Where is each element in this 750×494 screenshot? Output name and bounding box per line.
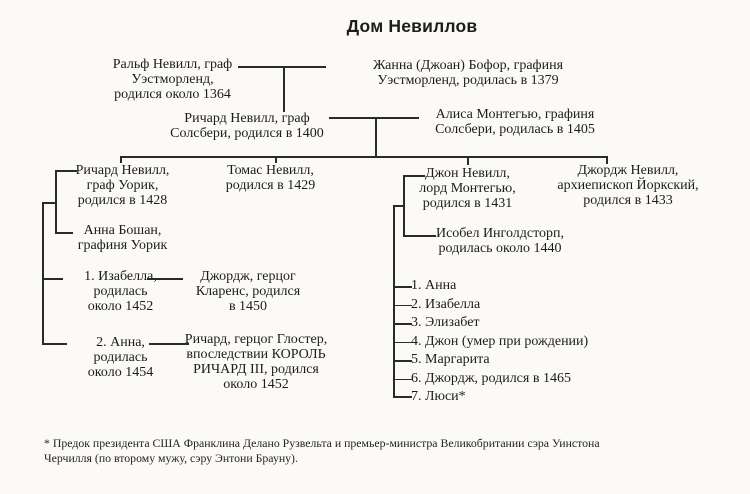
bracket-john-arm-bottom: [403, 235, 436, 237]
node-isobel-ingoldsthorpe: Исобел Инголдсторп,родилась около 1440: [435, 226, 565, 256]
node-john-montagu: Джон Невилл,лорд Монтегью,родился в 1431: [419, 166, 516, 211]
connector-anne-gloucester: [149, 343, 189, 345]
connector-marriage1-line: [238, 66, 326, 68]
bracket-john-children: [393, 205, 395, 398]
node-thomas-neville: Томас Невилл,родился в 1429: [225, 163, 316, 193]
node-george-archbishop-york: Джордж Невилл,архиепископ Йоркский,родил…: [557, 163, 699, 208]
bracket-arm-child-5: [393, 360, 412, 362]
bracket-warwick-children-stub: [42, 202, 56, 204]
footnote: * Предок президента США Франклина Делано…: [44, 436, 600, 465]
bracket-arm-child-2: [393, 304, 412, 307]
connector-marriage2-drop: [375, 117, 377, 157]
connector-drop-john: [467, 156, 469, 165]
connector-drop-george: [606, 156, 608, 164]
bracket-arm-anne: [42, 343, 67, 345]
bracket-warwick-arm-top: [55, 170, 77, 172]
bracket-john-children-stub: [393, 205, 404, 207]
bracket-warwick-arm-bottom: [55, 232, 73, 234]
bracket-warwick-children: [42, 202, 44, 345]
node-anne-beauchamp: Анна Бошан,графиня Уорик: [77, 223, 168, 253]
bracket-arm-child-1: [393, 286, 412, 288]
bracket-arm-child-6: [393, 378, 412, 381]
bracket-warwick-marriage: [55, 170, 57, 233]
connector-isabella-clarence: [147, 278, 183, 280]
connector-drop-warwick: [120, 156, 122, 163]
connector-drop-thomas: [275, 156, 277, 163]
bracket-arm-child-3: [393, 323, 412, 325]
bracket-arm-isabella: [42, 278, 63, 280]
bracket-arm-child-4: [393, 341, 412, 344]
connector-marriage2-line: [329, 117, 419, 119]
connector-sibling-bar: [120, 156, 608, 158]
node-richard-warwick: Ричард Невилл,граф Уорик,родился в 1428: [75, 163, 170, 208]
page-title: Дом Невиллов: [346, 16, 478, 36]
bracket-arm-child-7: [393, 396, 412, 398]
bracket-john-arm-top: [403, 175, 425, 177]
connector-marriage1-drop: [283, 66, 285, 112]
node-richard-gloucester: Ричард, герцог Глостер,впоследствии КОРО…: [184, 332, 328, 392]
